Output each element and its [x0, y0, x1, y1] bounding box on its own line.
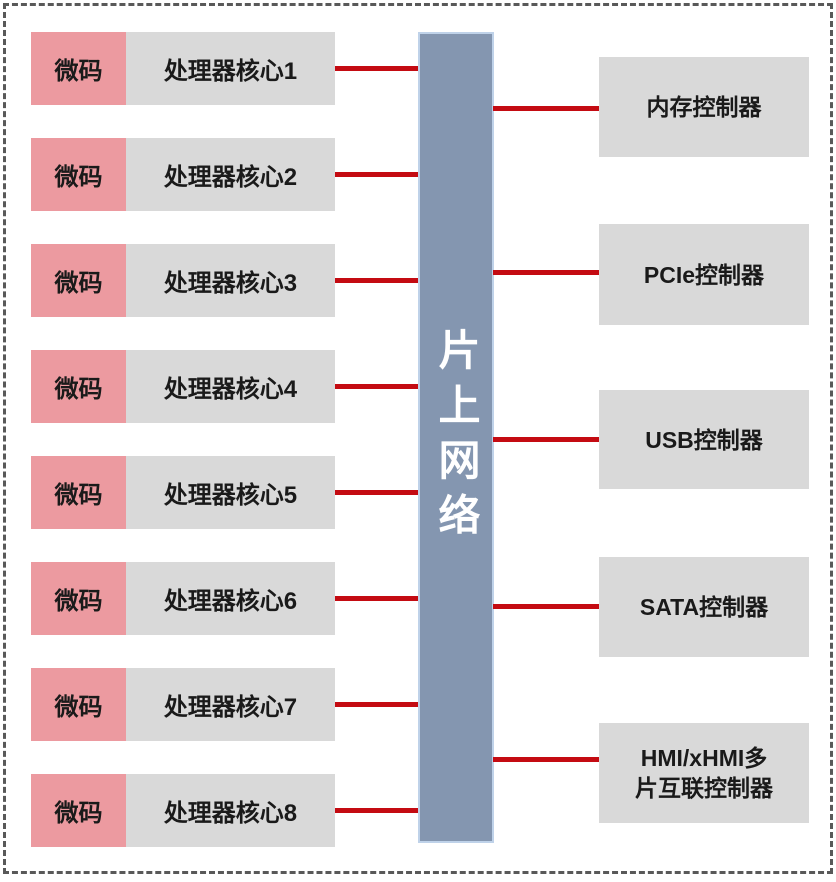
controller-box-hmi: HMI/xHMI多 片互联控制器	[599, 723, 809, 823]
controller-label: HMI/xHMI多	[640, 745, 768, 771]
connector-noc-hmi	[493, 757, 600, 762]
controller-label: USB控制器	[645, 426, 763, 453]
controller-box-usb: USB控制器	[599, 390, 809, 489]
core-row-7: 微码 处理器核心7	[31, 668, 335, 741]
controller-box-sata: SATA控制器	[599, 557, 809, 657]
core-row-4: 微码 处理器核心4	[31, 350, 335, 423]
connector-core4-noc	[335, 384, 420, 389]
noc-label: 片上网络	[433, 327, 480, 548]
connector-core1-noc	[335, 66, 420, 71]
core-row-1: 微码 处理器核心1	[31, 32, 335, 105]
connector-core7-noc	[335, 702, 420, 707]
core-row-6: 微码 处理器核心6	[31, 562, 335, 635]
microcode-badge-8: 微码	[31, 774, 126, 847]
microcode-badge-5: 微码	[31, 456, 126, 529]
microcode-badge-1: 微码	[31, 32, 126, 105]
core-box-2: 处理器核心2	[126, 138, 335, 211]
connector-noc-usb	[493, 437, 600, 442]
core-box-5: 处理器核心5	[126, 456, 335, 529]
core-box-6: 处理器核心6	[126, 562, 335, 635]
controller-label: PCIe控制器	[643, 261, 765, 288]
connector-core2-noc	[335, 172, 420, 177]
microcode-badge-4: 微码	[31, 350, 126, 423]
core-box-4: 处理器核心4	[126, 350, 335, 423]
connector-core3-noc	[335, 278, 420, 283]
connector-core6-noc	[335, 596, 420, 601]
core-box-3: 处理器核心3	[126, 244, 335, 317]
controller-label: 内存控制器	[646, 94, 762, 120]
connector-noc-sata	[493, 604, 600, 609]
microcode-badge-3: 微码	[31, 244, 126, 317]
connector-core5-noc	[335, 490, 420, 495]
core-row-3: 微码 处理器核心3	[31, 244, 335, 317]
controller-label-line2: 片互联控制器	[635, 775, 773, 801]
core-row-8: 微码 处理器核心8	[31, 774, 335, 847]
microcode-badge-7: 微码	[31, 668, 126, 741]
connector-noc-memory	[493, 106, 600, 111]
connector-noc-pcie	[493, 270, 600, 275]
core-row-2: 微码 处理器核心2	[31, 138, 335, 211]
core-box-1: 处理器核心1	[126, 32, 335, 105]
controller-label: SATA控制器	[639, 594, 769, 620]
core-row-5: 微码 处理器核心5	[31, 456, 335, 529]
controller-box-memory: 内存控制器	[599, 57, 809, 157]
microcode-badge-6: 微码	[31, 562, 126, 635]
microcode-badge-2: 微码	[31, 138, 126, 211]
connector-core8-noc	[335, 808, 420, 813]
core-box-7: 处理器核心7	[126, 668, 335, 741]
core-box-8: 处理器核心8	[126, 774, 335, 847]
noc-bar: 片上网络	[418, 32, 494, 843]
controller-box-pcie: PCIe控制器	[599, 224, 809, 325]
